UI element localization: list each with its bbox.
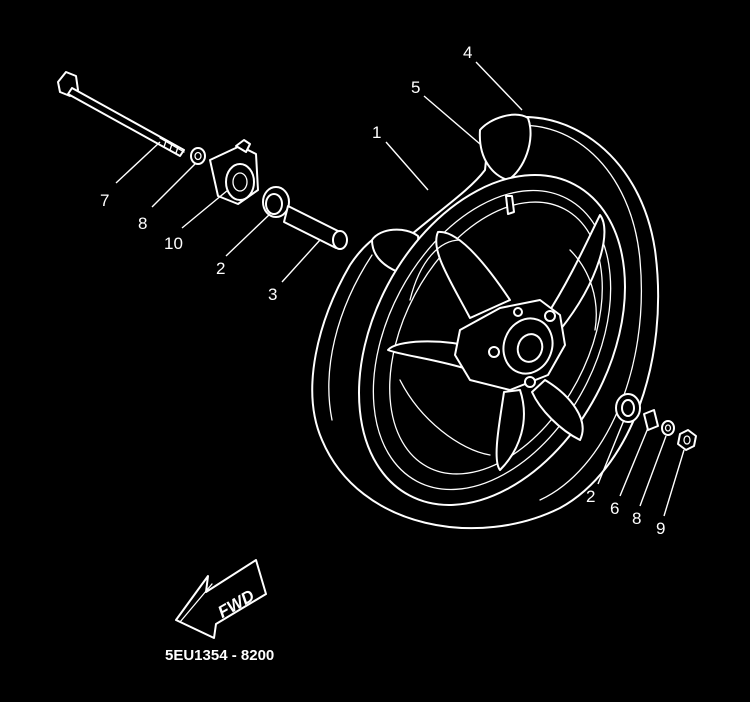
- spacer-collar: [283, 205, 348, 250]
- callout-8-right: 8: [632, 509, 641, 528]
- washer-left: [190, 147, 206, 165]
- bearing-left: [262, 186, 290, 218]
- hub: [454, 299, 566, 391]
- figure-code: 5EU1354 - 8200: [165, 647, 274, 664]
- axle-bolt: [57, 71, 185, 157]
- callout-1: 1: [372, 123, 381, 142]
- rim: [358, 174, 626, 506]
- callout-9: 9: [656, 519, 665, 538]
- wheel-assembly: [311, 113, 660, 530]
- callout-3: 3: [268, 285, 277, 304]
- collar-right: [643, 409, 659, 431]
- leader-lines: [115, 61, 685, 517]
- callout-7: 7: [100, 191, 109, 210]
- forward-direction-arrow: FWD: [175, 559, 267, 639]
- callout-4: 4: [463, 43, 472, 62]
- callout-10: 10: [164, 234, 183, 253]
- callout-2: 2: [216, 259, 225, 278]
- callout-2-right: 2: [586, 487, 595, 506]
- axle-nut: [677, 429, 697, 451]
- callout-5: 5: [411, 78, 420, 97]
- speedometer-gear-unit: [209, 139, 259, 205]
- callout-labels: 7 8 10 2 3 1 4 5 2 6 8 9: [100, 43, 665, 538]
- callout-6: 6: [610, 499, 619, 518]
- callout-8: 8: [138, 214, 147, 233]
- washer-right: [661, 420, 675, 436]
- bearing-right: [615, 393, 641, 423]
